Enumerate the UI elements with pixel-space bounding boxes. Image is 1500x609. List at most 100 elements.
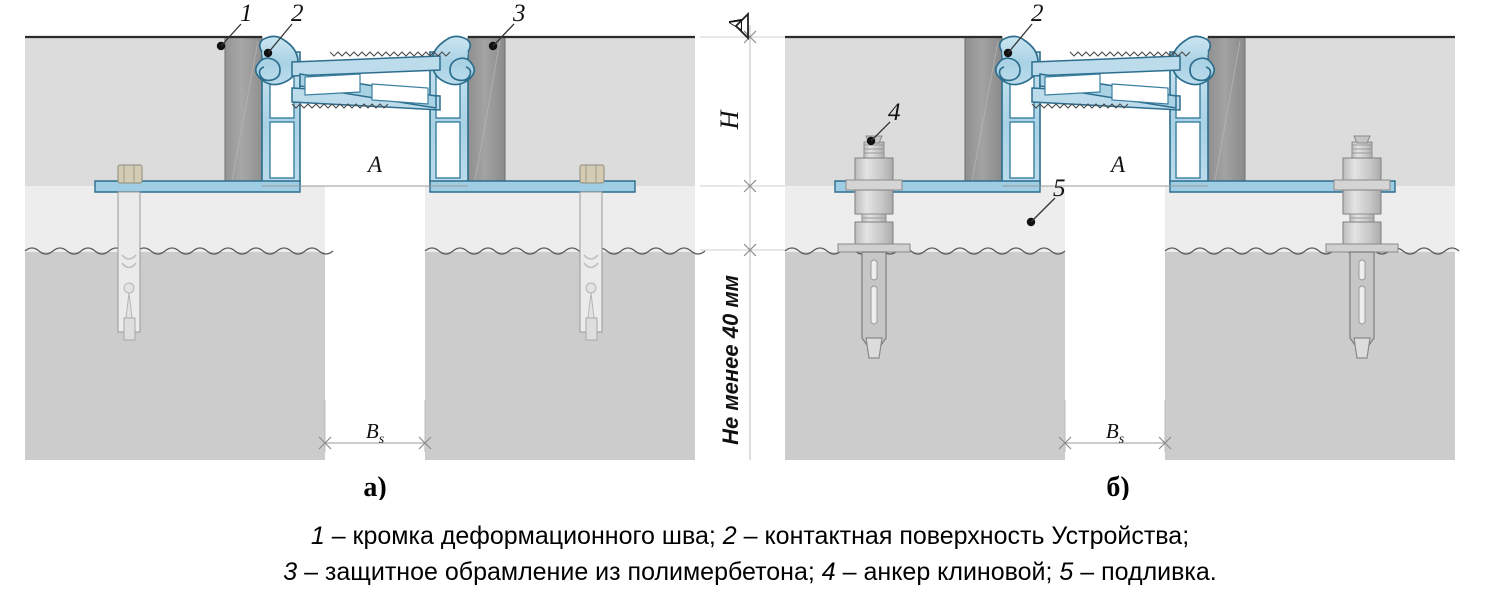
vdim-delta-arrow xyxy=(734,11,749,41)
panel-b-anchor-left-wedge-tip xyxy=(865,337,883,359)
panel-a-polymer-frame-left-sheen xyxy=(225,37,262,186)
vdim-tick-low xyxy=(743,243,757,257)
panel-a-structural-concrete-right xyxy=(425,250,695,460)
panel-a-grout-right xyxy=(425,186,695,252)
panel-b-anchor-right-washer-upper xyxy=(1333,179,1391,191)
panel-a-dim-Bs-tick-right xyxy=(418,436,432,450)
figure-caption: 1 – кромка деформационного шва; 2 – конт… xyxy=(0,518,1500,590)
caption-num-3: 3 xyxy=(283,558,298,586)
panel-a-anchor-right-tip xyxy=(585,317,598,341)
panel-b-anchor-right-slot-upper xyxy=(1358,259,1366,281)
vdim-min-depth-label: Не менее 40 мм xyxy=(718,275,743,445)
panel-b-grout-left xyxy=(785,186,1065,252)
panel-a-profile-left xyxy=(94,35,301,193)
panel-a-callout-2-leader xyxy=(267,23,293,54)
panel-b-callout-4-leader xyxy=(870,121,891,142)
panel-a-anchor-right-resin-mark xyxy=(583,254,599,269)
panel-b-anchor-left-stud-threads xyxy=(864,144,884,154)
panel-a-profile-left-chamber-lower xyxy=(269,121,295,179)
caption-text-4: – анкер клиновой; xyxy=(835,558,1060,586)
panel-b-anchor-right-nut-upper xyxy=(1342,157,1382,181)
panel-a-profile-right-base-flange xyxy=(429,180,636,193)
panel-b-anchor-right xyxy=(1325,135,1399,359)
technical-diagram: A Bs 1 2 3 xyxy=(24,0,1460,500)
panel-a-anchor-left-resin-mark xyxy=(121,254,137,269)
panel-a-break-line-left xyxy=(24,247,334,255)
panel-a-profile-left-gland-seat xyxy=(254,35,299,86)
panel-a-callout-3-leader xyxy=(492,23,515,47)
panel-b-polymer-frame-left xyxy=(964,36,1003,187)
caption-num-2: 2 xyxy=(722,522,737,550)
vdim-tick-top xyxy=(743,30,757,44)
panel-a-label: а) xyxy=(363,472,386,500)
panel-b-callout-5: 5 xyxy=(1026,175,1066,227)
panel-a-anchor-right-nut xyxy=(579,164,605,184)
panel-b-frame-sheen-left xyxy=(970,40,999,187)
vertical-dimension-stack: Δ H Не менее 40 мм xyxy=(700,11,800,460)
panel-a-gland-void-left xyxy=(304,73,361,96)
panel-a-callout-3: 3 xyxy=(488,0,526,51)
panel-b-anchor-left-washer-upper xyxy=(845,179,903,191)
panel-b-dim-Bs-label: Bs xyxy=(1106,419,1125,447)
vdim-tick-mid xyxy=(743,179,757,193)
panel-b-callout-5-label: 5 xyxy=(1053,175,1066,202)
panel-a-callout-1: 1 xyxy=(216,0,253,51)
caption-text-2: – контактная поверхность Устройства; xyxy=(736,522,1190,550)
panel-b-callout-2-leader xyxy=(1007,23,1033,54)
panel-a-polymer-frame-right xyxy=(467,36,506,187)
panel-b-gland-void-left xyxy=(1044,73,1101,96)
panel-b-profile-right xyxy=(1169,35,1396,193)
panel-b-gland-serration-top xyxy=(1069,51,1191,57)
panel-a-anchor-right-cone xyxy=(585,282,597,294)
panel-a-callout-3-label: 3 xyxy=(512,0,526,27)
caption-num-5: 5 xyxy=(1059,558,1074,586)
panel-a-anchor-right xyxy=(579,164,605,341)
panel-a-callout-1-leader xyxy=(220,23,242,47)
panel-a-dim-A-label: A xyxy=(366,152,383,177)
panel-a-gland-upper-band xyxy=(291,55,441,77)
panel-b-dim-Bs-tick-left xyxy=(1058,436,1072,450)
panel-a-callout-2: 2 xyxy=(263,0,304,58)
panel-b-callout-5-leader xyxy=(1030,197,1056,223)
panel-a-anchor-left-nut xyxy=(117,164,143,184)
panel-b-anchor-left-slot-lower xyxy=(870,285,878,325)
panel-b-anchor-left-stud xyxy=(863,141,885,159)
panel-b-anchor-left-nut-bottom xyxy=(854,221,894,245)
caption-line-2: 3 – защитное обрамление из полимербетона… xyxy=(0,554,1500,590)
caption-text-3: – защитное обрамление из полимербетона; xyxy=(297,558,822,586)
panel-b-callout-2-label: 2 xyxy=(1031,0,1044,27)
panel-b-anchor-right-stud-threads xyxy=(1352,144,1372,154)
panel-b-profile-left-chamber-lower xyxy=(1009,121,1035,179)
panel-a-dim-Bs-tick-left xyxy=(318,436,332,450)
panel-b-callout-2: 2 xyxy=(1003,0,1044,58)
panel-b-callout-4-label: 4 xyxy=(888,99,901,126)
panel-b-anchor-right-nut-lower xyxy=(1342,189,1382,215)
panel-a-break-line-right xyxy=(424,247,706,255)
panel-a: A Bs 1 2 3 xyxy=(24,0,706,500)
panel-b-gland xyxy=(1031,51,1191,111)
panel-b-gland-upper-band xyxy=(1031,55,1181,77)
panel-b-dim-A-label: A xyxy=(1109,152,1126,177)
panel-b-structural-concrete-right xyxy=(1165,250,1455,460)
panel-a-pavement-left xyxy=(25,37,225,186)
panel-b-anchor-right-stud xyxy=(1351,141,1373,159)
panel-a-anchor-left xyxy=(117,164,143,341)
panel-a-anchor-left-tip xyxy=(123,317,136,341)
panel-b-anchor-left-washer-bottom xyxy=(837,243,911,253)
panel-b: A Bs 2 4 5 xyxy=(784,0,1460,500)
panel-b-anchor-left-nut-upper xyxy=(854,157,894,181)
panel-b-profile-right-chamber-lower xyxy=(1175,121,1201,179)
panel-a-gland xyxy=(291,51,451,111)
panel-b-profile-left-gland-seat xyxy=(994,35,1039,86)
panel-a-callout-2-label: 2 xyxy=(291,0,304,27)
panel-b-gland-serration-bottom xyxy=(1031,103,1129,109)
panel-b-grout-right xyxy=(1165,186,1455,252)
panel-b-label: б) xyxy=(1106,472,1129,500)
panel-b-anchor-right-washer-bottom xyxy=(1325,243,1399,253)
panel-a-dim-Bs-label: Bs xyxy=(366,419,385,447)
panel-b-callout-4: 4 xyxy=(866,99,901,146)
panel-a-callout-1-label: 1 xyxy=(240,0,253,27)
panel-b-break-line-right xyxy=(1164,247,1460,255)
panel-a-structural-concrete-left xyxy=(25,250,325,460)
